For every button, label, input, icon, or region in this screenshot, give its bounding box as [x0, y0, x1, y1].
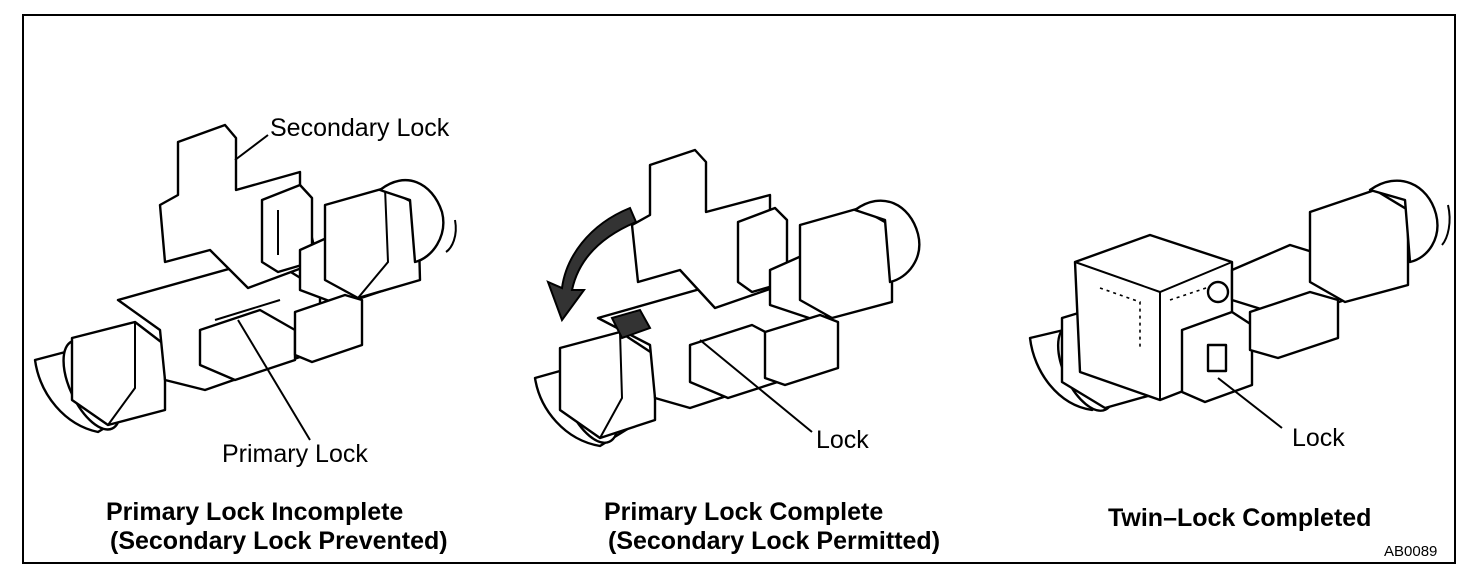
label-secondary-lock: Secondary Lock	[270, 114, 450, 142]
caption-twin: Twin–Lock Completed	[1108, 504, 1371, 533]
caption-complete-line1: Primary Lock Complete	[604, 498, 884, 526]
caption-complete: Primary Lock Complete (Secondary Lock Pe…	[604, 498, 940, 556]
connector-drawing-complete	[533, 148, 921, 448]
caption-complete-line2: (Secondary Lock Permitted)	[608, 527, 941, 555]
plug-right-2	[798, 206, 894, 320]
plug-right-3	[1308, 188, 1410, 304]
figure-frame	[22, 14, 1456, 564]
caption-incomplete: Primary Lock Incomplete (Secondary Lock …	[106, 498, 448, 556]
connector-drawing-incomplete	[33, 123, 457, 441]
label-lock-twin: Lock	[1292, 424, 1345, 452]
caption-twin-line1: Twin–Lock Completed	[1108, 504, 1372, 532]
connector-drawing-twin	[1028, 179, 1451, 429]
caption-incomplete-line1: Primary Lock Incomplete	[106, 498, 404, 526]
figure-code: AB0089	[1384, 543, 1438, 560]
caption-incomplete-line2: (Secondary Lock Prevented)	[110, 527, 448, 555]
label-primary-lock: Primary Lock	[222, 440, 368, 468]
rotation-arrow-icon	[546, 206, 638, 323]
lock-window-3	[1206, 343, 1228, 373]
label-lock-complete: Lock	[816, 426, 869, 454]
wire-right-1	[378, 179, 445, 264]
